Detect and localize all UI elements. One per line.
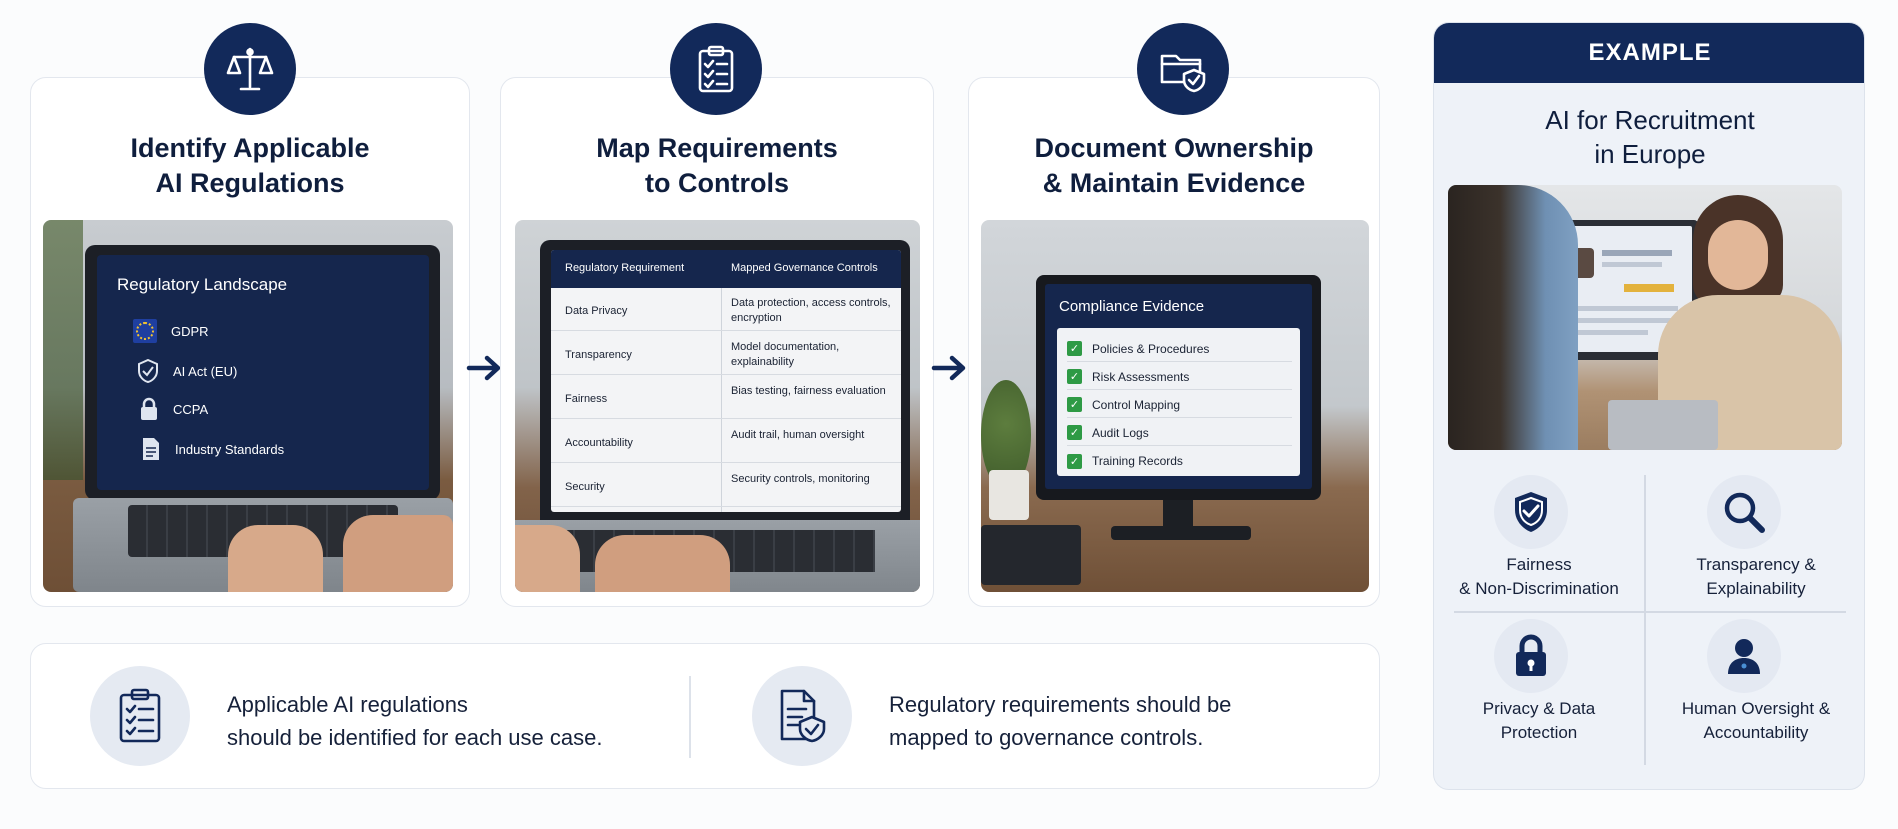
laptop-photo-regulatory: Regulatory Landscape GDPR AI Act (EU) CC…	[43, 220, 453, 592]
folder-shield-icon	[1137, 23, 1229, 115]
grid-divider-vertical	[1644, 475, 1646, 765]
checkbox-checked-icon: ✓	[1067, 425, 1082, 440]
checkbox-checked-icon: ✓	[1067, 341, 1082, 356]
example-item-fairness: Fairness& Non-Discrimination	[1459, 555, 1619, 598]
reg-item-ccpa: CCPA	[139, 397, 208, 421]
example-item-oversight: Human Oversight &Accountability	[1681, 699, 1831, 742]
evidence-item: ✓Audit Logs	[1067, 420, 1292, 446]
clipboard-checklist-icon	[670, 23, 762, 115]
summary-panel	[30, 643, 1380, 789]
monitor-photo-evidence: Compliance Evidence ✓Policies & Procedur…	[981, 220, 1369, 592]
table-cell: Data protection, access controls, encryp…	[731, 297, 891, 324]
reg-item-ai-act: AI Act (EU)	[137, 359, 237, 383]
evidence-item: ✓Policies & Procedures	[1067, 336, 1292, 362]
checkbox-checked-icon: ✓	[1067, 369, 1082, 384]
reg-item-gdpr: GDPR	[133, 319, 209, 343]
arrow-right-icon	[931, 355, 966, 381]
table-cell: Security	[565, 481, 605, 493]
table-header-cell: Mapped Governance Controls	[731, 262, 878, 274]
evidence-list: ✓Policies & Procedures✓Risk Assessments✓…	[1057, 328, 1300, 476]
reg-item-industry: Industry Standards	[141, 437, 284, 461]
example-header: EXAMPLE	[1434, 23, 1864, 83]
table-cell: Bias testing, fairness evaluation	[731, 385, 886, 397]
interview-photo	[1448, 185, 1842, 450]
evidence-item: ✓Training Records	[1067, 448, 1292, 474]
checklist-icon	[90, 666, 190, 766]
eu-flag-icon	[133, 319, 157, 343]
table-cell: Audit trail, human oversight	[731, 429, 865, 441]
example-item-transparency: Transparency &Explainability	[1696, 555, 1816, 598]
person-icon	[1707, 619, 1781, 693]
shield-check-icon	[138, 359, 158, 383]
screen-title: Regulatory Landscape	[117, 275, 288, 294]
document-icon	[143, 438, 159, 460]
laptop-photo-mapping: Regulatory Requirement Mapped Governance …	[515, 220, 920, 592]
lock-icon	[141, 397, 157, 420]
table-cell: Data Privacy	[565, 305, 628, 317]
evidence-item: ✓Control Mapping	[1067, 392, 1292, 418]
checkbox-checked-icon: ✓	[1067, 453, 1082, 469]
grid-divider-horizontal	[1454, 611, 1846, 613]
screen-title: Compliance Evidence	[1059, 298, 1205, 315]
scales-icon	[204, 23, 296, 115]
magnifier-icon	[1707, 475, 1781, 549]
arrow-right-icon	[466, 355, 501, 381]
table-cell: Security controls, monitoring	[731, 473, 870, 485]
lock-icon	[1494, 619, 1568, 693]
table-cell: Model documentation, explainability	[731, 341, 840, 368]
table-cell: Accountability	[565, 437, 633, 449]
checkbox-checked-icon: ✓	[1067, 397, 1082, 412]
table-cell: Transparency	[565, 349, 632, 361]
document-shield-icon	[752, 666, 852, 766]
step-title-document: Document Ownership& Maintain Evidence	[1034, 133, 1314, 198]
shield-check-icon	[1494, 475, 1568, 549]
table-header-cell: Regulatory Requirement	[565, 262, 685, 274]
divider	[689, 676, 691, 758]
evidence-item: ✓Risk Assessments	[1067, 364, 1292, 390]
table-cell: Fairness	[565, 393, 608, 405]
